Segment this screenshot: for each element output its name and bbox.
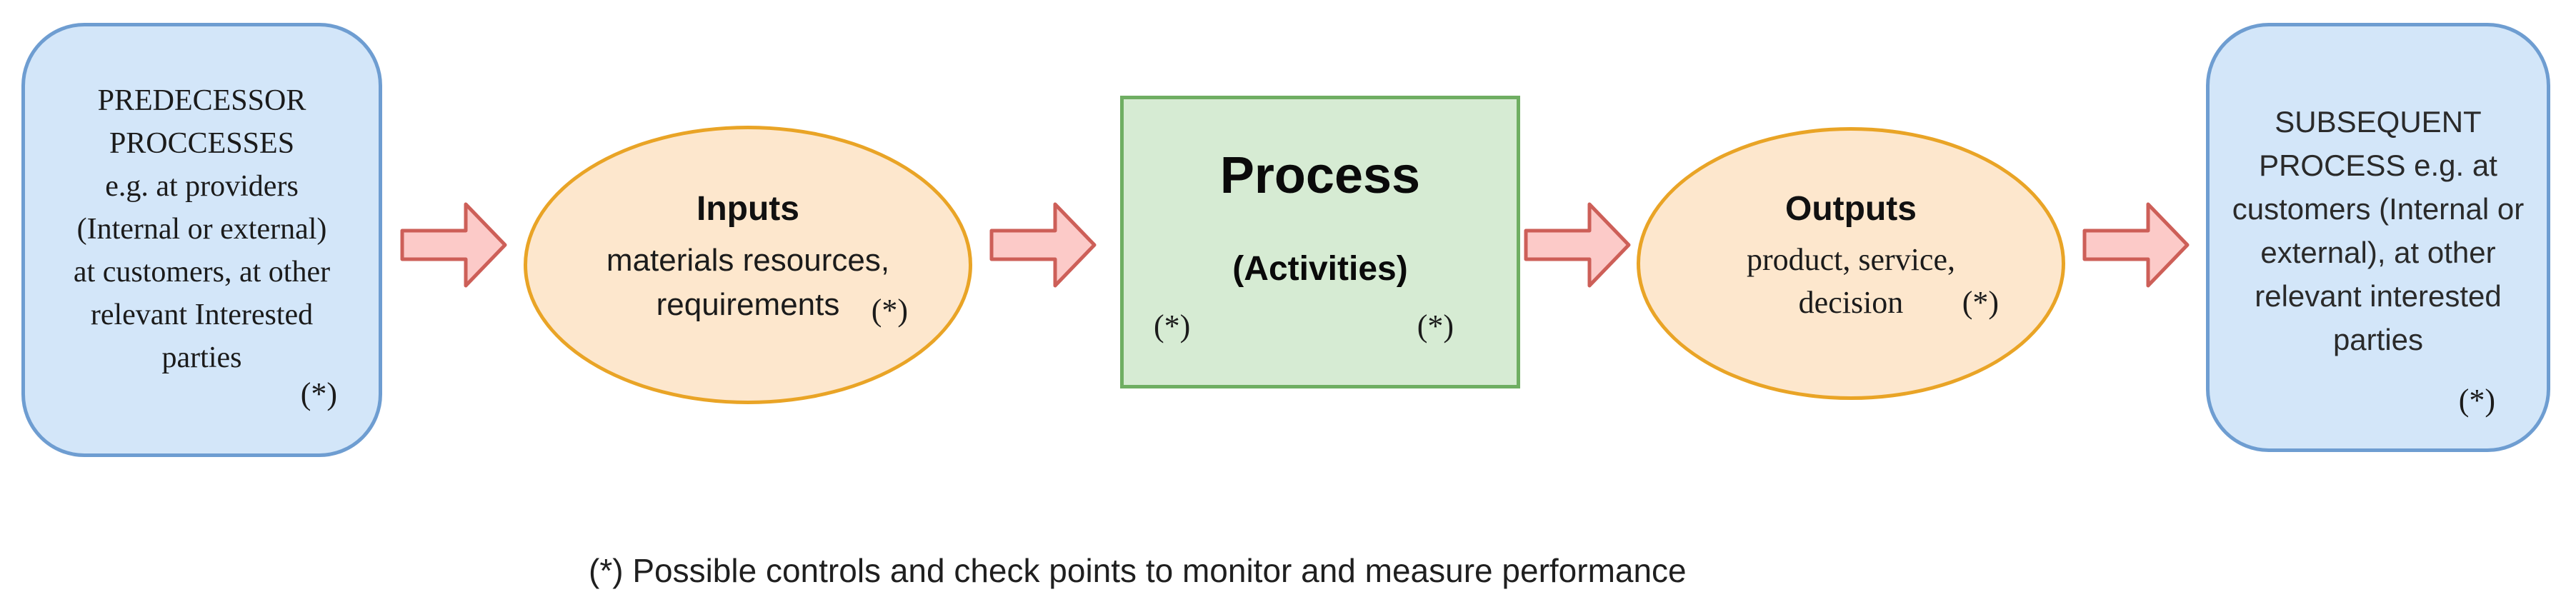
outputs-asterisk-mark: (*) — [1962, 285, 1999, 320]
outputs-title: Outputs — [1785, 189, 1917, 228]
process-title: Process — [1219, 146, 1421, 204]
inputs-title: Inputs — [697, 189, 799, 228]
predecessor-processes-box: PREDECESSOR PROCCESSES e.g. at providers… — [21, 23, 382, 457]
process-asterisk-left-mark: (*) — [1154, 308, 1191, 343]
flow-arrow-icon — [1524, 202, 1631, 288]
flow-arrow-icon — [2082, 202, 2190, 288]
inputs-body-text: materials resources, requirements — [606, 242, 890, 322]
outputs-body-text: product, service, decision — [1747, 241, 1955, 320]
flow-arrow-icon — [989, 202, 1097, 288]
predecessor-processes-text: PREDECESSOR PROCCESSES e.g. at providers… — [73, 84, 331, 374]
outputs-ellipse: Outputs product, service, decision (*) — [1637, 127, 2065, 400]
flow-arrow-icon — [400, 202, 507, 288]
predecessor-asterisk-mark: (*) — [300, 376, 337, 411]
footnote-text: (*) Possible controls and check points t… — [589, 552, 1687, 589]
subsequent-process-box: SUBSEQUENT PROCESS e.g. at customers (In… — [2206, 23, 2550, 452]
subsequent-process-text: SUBSEQUENT PROCESS e.g. at customers (In… — [2232, 104, 2525, 356]
process-subtitle: (Activities) — [1232, 249, 1408, 288]
inputs-asterisk-mark: (*) — [871, 293, 908, 328]
process-asterisk-right-mark: (*) — [1417, 308, 1454, 343]
inputs-ellipse: Inputs materials resources, requirements… — [524, 126, 972, 404]
process-box: Process (Activities) (*) (*) — [1120, 96, 1520, 388]
subsequent-asterisk-mark: (*) — [2458, 383, 2495, 418]
